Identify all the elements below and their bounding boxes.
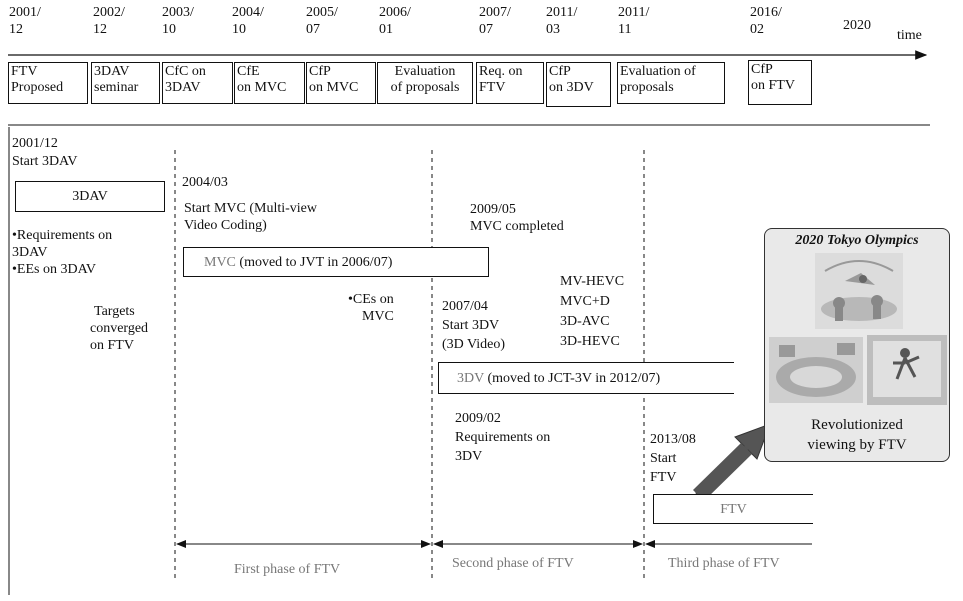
col4-start-line: 2013/08: [650, 432, 696, 447]
date-year: 2007/: [479, 5, 511, 20]
date-month: 07: [479, 22, 493, 37]
date-label: 2016/02: [750, 4, 782, 38]
col4-start-line: FTV: [650, 470, 677, 485]
date-label: 2011/11: [618, 4, 649, 38]
col3-requirements: 2009/02 Requirements on 3DV: [455, 409, 550, 466]
codec-line: MV-HEVC: [560, 274, 625, 289]
col1-bullets: •Requirements on 3DAV •EEs on 3DAV: [12, 227, 112, 278]
col3-3dv-box: 3DV (moved to JCT-3V in 2012/07): [438, 362, 734, 394]
col1-date: 2001/12: [12, 136, 58, 151]
col2-start: Start MVC (Multi-view Video Coding): [184, 200, 317, 234]
date-year: 2006/: [379, 5, 411, 20]
bullet-line: •Requirements on: [12, 228, 113, 243]
year-2020: 2020: [843, 18, 871, 33]
3dv-box-prefix: 3DV: [457, 371, 484, 386]
col3-mvc-completed: 2009/05 MVC completed: [470, 201, 564, 235]
bullet-line: 3DAV: [12, 245, 48, 260]
time-axis-label: time: [897, 28, 922, 43]
date-label: 2002/12: [93, 4, 125, 38]
phase-label-second: Second phase of FTV: [452, 556, 574, 571]
olympics-title: 2020 Tokyo Olympics: [795, 233, 919, 248]
col4-start-line: Start: [650, 451, 677, 466]
date-month: 11: [618, 22, 632, 37]
date-month: 10: [162, 22, 176, 37]
date-month: 02: [750, 22, 764, 37]
col3-start-3dv: 2007/04 Start 3DV (3D Video): [442, 297, 505, 354]
mvc-done-line: 2009/05: [470, 202, 516, 217]
col2-start-line: Video Coding): [184, 218, 267, 233]
req-line: Requirements on: [455, 430, 551, 445]
phase-label-first: First phase of FTV: [234, 562, 341, 577]
date-year: 2011/: [618, 5, 650, 20]
start3dv-line: Start 3DV: [442, 318, 500, 333]
date-year: 2011/: [546, 5, 578, 20]
ces-line: •CEs on: [348, 292, 394, 307]
start3dv-line: 2007/04: [442, 299, 488, 314]
olympics-caption-line: viewing by FTV: [807, 437, 907, 453]
bullet-line: •EEs on 3DAV: [12, 262, 96, 277]
start3dv-line: (3D Video): [442, 337, 506, 352]
col1-3dav-box: 3DAV: [15, 181, 165, 212]
col2-mvc-box: MVC (moved to JVT in 2006/07): [183, 247, 489, 277]
date-label: 2011/03: [546, 4, 577, 38]
date-year: 2004/: [232, 5, 264, 20]
req-line: 3DV: [455, 449, 483, 464]
date-year: 2002/: [93, 5, 125, 20]
ftv-box-label: FTV: [720, 502, 747, 517]
col4-ftv-box: FTV: [653, 494, 813, 524]
date-month: 01: [379, 22, 393, 37]
col2-start-line: Start MVC (Multi-view: [184, 201, 317, 216]
date-label: 2003/10: [162, 4, 194, 38]
targets-line: on FTV: [90, 338, 134, 353]
date-month: 10: [232, 22, 246, 37]
targets-line: converged: [90, 321, 149, 336]
phase-label-third: Third phase of FTV: [668, 556, 780, 571]
targets-line: Targets: [94, 304, 135, 319]
req-line: 2009/02: [455, 411, 501, 426]
date-label: 2001/12: [9, 4, 41, 38]
col4-start: 2013/08 Start FTV: [650, 430, 696, 487]
olympics-panel: 2020 Tokyo Olympics Revolutionized viewi…: [764, 228, 950, 462]
date-year: 2003/: [162, 5, 194, 20]
mvc-done-line: MVC completed: [470, 219, 564, 234]
codec-line: 3D-AVC: [560, 314, 610, 329]
date-label: 2007/07: [479, 4, 511, 38]
date-label: 2005/07: [306, 4, 338, 38]
col2-date: 2004/03: [182, 175, 228, 190]
date-year: 2005/: [306, 5, 338, 20]
col3-codecs: MV-HEVC MVC+D 3D-AVC 3D-HEVC: [560, 272, 624, 352]
date-month: 12: [93, 22, 107, 37]
date-label: 2006/01: [379, 4, 411, 38]
ces-line: MVC: [362, 309, 394, 324]
col2-ces: •CEs on MVC: [348, 291, 394, 325]
date-month: 07: [306, 22, 320, 37]
col1-3dav-label: 3DAV: [72, 189, 108, 204]
mvc-box-rest: (moved to JVT in 2006/07): [235, 255, 393, 270]
mvc-box-prefix: MVC: [204, 255, 236, 270]
olympics-illustration: [769, 253, 947, 405]
date-month: 03: [546, 22, 560, 37]
col1-targets: Targets converged on FTV: [90, 303, 148, 354]
date-year: 2016/: [750, 5, 782, 20]
olympics-caption: Revolutionized viewing by FTV: [765, 415, 949, 455]
3dv-box-rest: (moved to JCT-3V in 2012/07): [483, 371, 661, 386]
codec-line: 3D-HEVC: [560, 334, 620, 349]
date-month: 12: [9, 22, 23, 37]
olympics-caption-line: Revolutionized: [811, 417, 903, 433]
col1-start: Start 3DAV: [12, 154, 78, 169]
date-year: 2001/: [9, 5, 41, 20]
codec-line: MVC+D: [560, 294, 610, 309]
date-label: 2004/10: [232, 4, 264, 38]
